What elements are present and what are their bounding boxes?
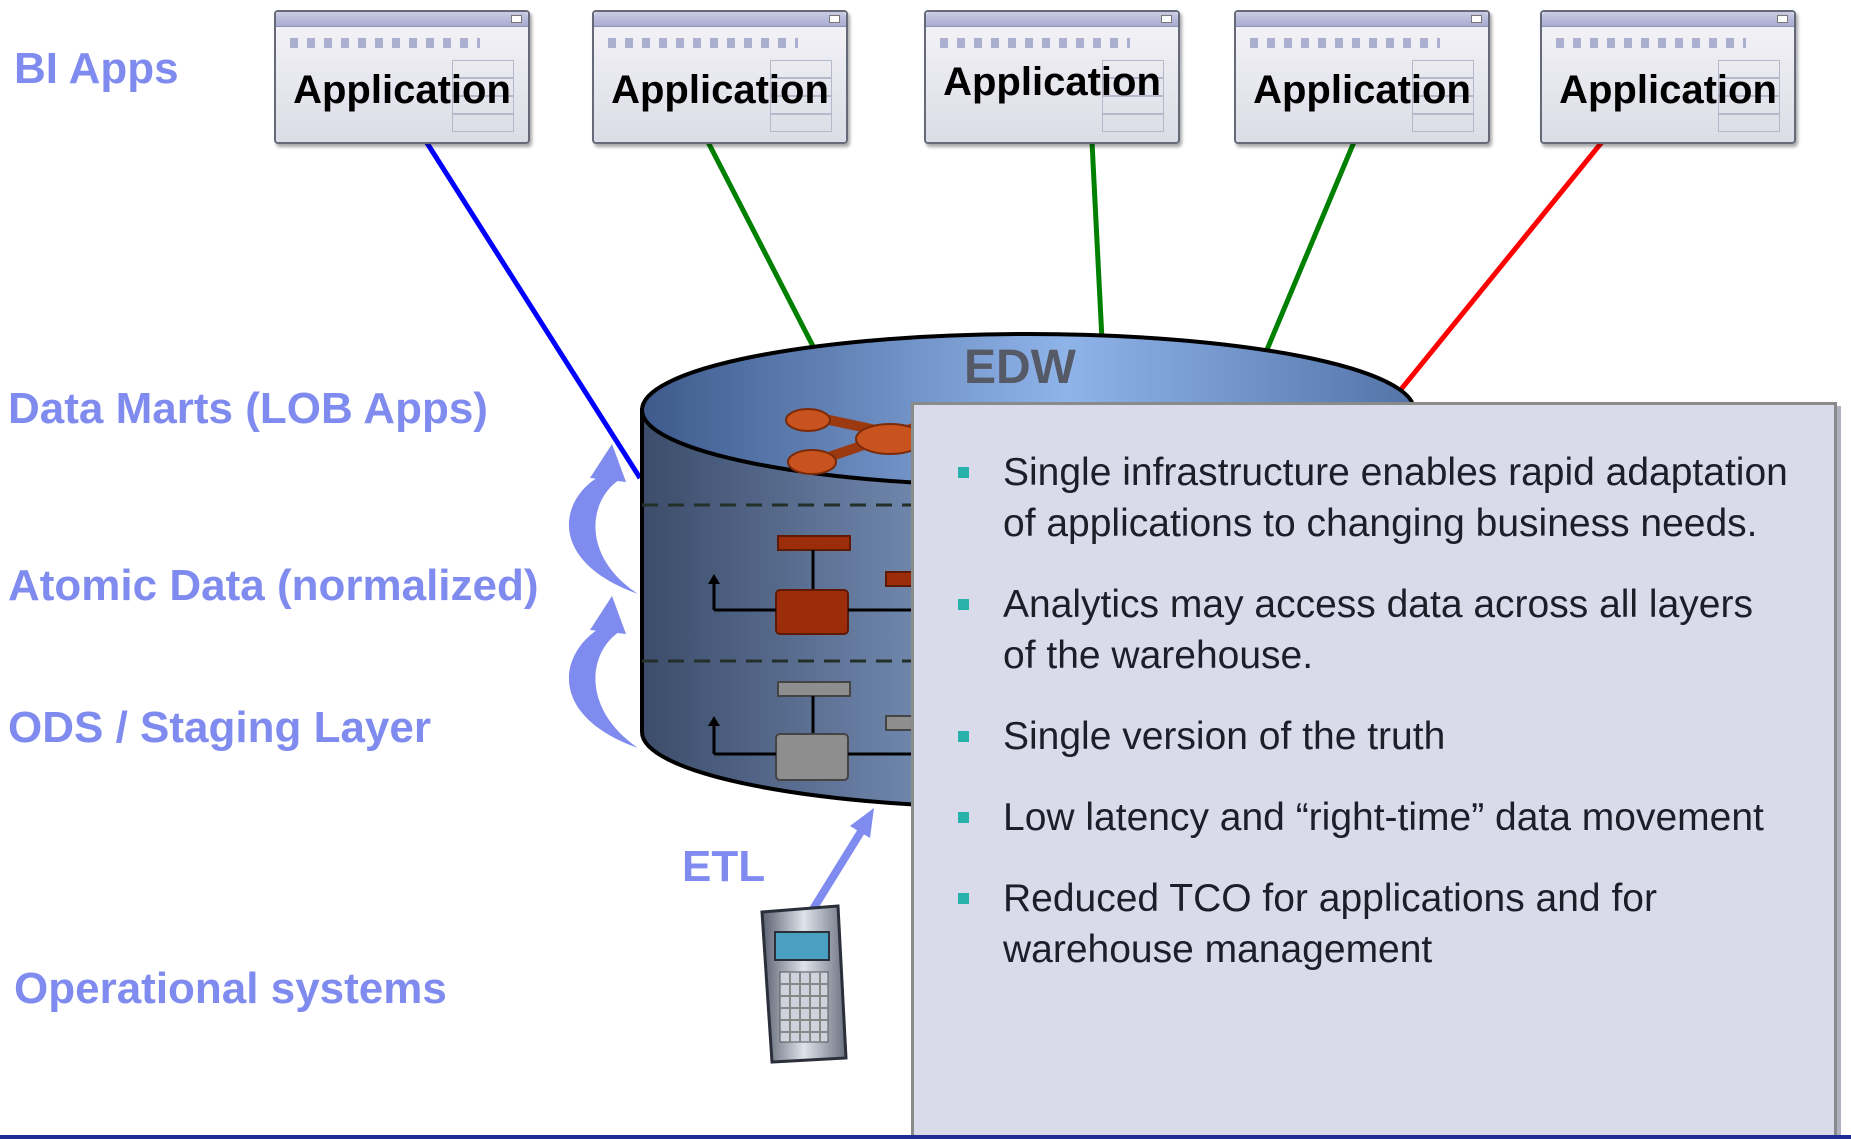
application-label: Application [611, 68, 829, 112]
window-frame [1540, 10, 1796, 144]
window-frame [274, 10, 530, 144]
window-titlebar [1236, 12, 1488, 27]
panel-lines-icon [452, 60, 514, 132]
bottom-rule [0, 1135, 1851, 1139]
application-label: Application [293, 68, 511, 112]
etl-arrow [806, 808, 874, 917]
window-button-icon [1471, 15, 1482, 23]
toolbar-icons [940, 38, 1130, 48]
connector-app-4 [1263, 141, 1357, 353]
benefit-text: Single infrastructure enables rapid adap… [1003, 451, 1788, 545]
connector-app-3 [1089, 141, 1105, 341]
application-window-1[interactable]: Application [274, 10, 530, 144]
layer-label-bi-apps: BI Apps [14, 44, 179, 93]
application-window-4[interactable]: Application [1234, 10, 1490, 144]
window-frame [592, 10, 848, 144]
layer-label-operational: Operational systems [14, 964, 447, 1013]
benefits-list: Single infrastructure enables rapid adap… [914, 405, 1834, 975]
benefit-item: Reduced TCO for applications and for war… [958, 873, 1794, 975]
window-titlebar [926, 12, 1178, 27]
benefit-item: Low latency and “right-time” data moveme… [958, 792, 1794, 843]
bullet-icon [958, 893, 969, 904]
edw-title: EDW [964, 341, 1076, 394]
atomic-model-icon [708, 535, 913, 635]
panel-lines-icon [1102, 60, 1164, 132]
benefit-text: Single version of the truth [1003, 715, 1446, 758]
benefit-item: Single version of the truth [958, 711, 1794, 762]
bullet-icon [958, 599, 969, 610]
window-frame [924, 10, 1180, 144]
staging-model-icon [708, 681, 913, 781]
application-window-3[interactable]: Application [924, 10, 1180, 144]
toolbar-icons [1250, 38, 1440, 48]
application-window-2[interactable]: Application [592, 10, 848, 144]
layer-arrow-atomic-to-marts [568, 444, 638, 594]
application-window-5[interactable]: Application [1540, 10, 1796, 144]
layer-arrow-staging-to-atomic [568, 596, 638, 748]
benefit-item: Single infrastructure enables rapid adap… [958, 447, 1794, 549]
layer-label-atomic-data: Atomic Data (normalized) [8, 561, 539, 610]
toolbar-icons [290, 38, 480, 48]
window-frame [1234, 10, 1490, 144]
panel-lines-icon [1718, 60, 1780, 132]
window-titlebar [1542, 12, 1794, 27]
bullet-icon [958, 812, 969, 823]
window-button-icon [511, 15, 522, 23]
application-label: Application [943, 60, 1161, 104]
benefit-text: Low latency and “right-time” data moveme… [1003, 796, 1764, 839]
benefit-item: Analytics may access data across all lay… [958, 579, 1794, 681]
toolbar-icons [608, 38, 798, 48]
server-icon [760, 904, 848, 1064]
bullet-icon [958, 467, 969, 478]
bullet-icon [958, 731, 969, 742]
connector-app-5 [1392, 140, 1604, 400]
benefit-text: Analytics may access data across all lay… [1003, 583, 1753, 677]
benefit-text: Reduced TCO for applications and for war… [1003, 877, 1657, 971]
etl-label: ETL [682, 842, 766, 891]
application-label: Application [1253, 68, 1471, 112]
layer-label-ods-staging: ODS / Staging Layer [8, 703, 431, 752]
connector-app-1 [417, 130, 643, 480]
window-button-icon [1777, 15, 1788, 23]
connector-app-2 [705, 140, 819, 354]
toolbar-icons [1556, 38, 1746, 48]
window-titlebar [594, 12, 846, 27]
panel-lines-icon [770, 60, 832, 132]
window-button-icon [829, 15, 840, 23]
application-label: Application [1559, 68, 1777, 112]
window-button-icon [1161, 15, 1172, 23]
layer-label-data-marts: Data Marts (LOB Apps) [8, 384, 488, 433]
panel-lines-icon [1412, 60, 1474, 132]
benefits-panel: Single infrastructure enables rapid adap… [911, 402, 1837, 1139]
window-titlebar [276, 12, 528, 27]
